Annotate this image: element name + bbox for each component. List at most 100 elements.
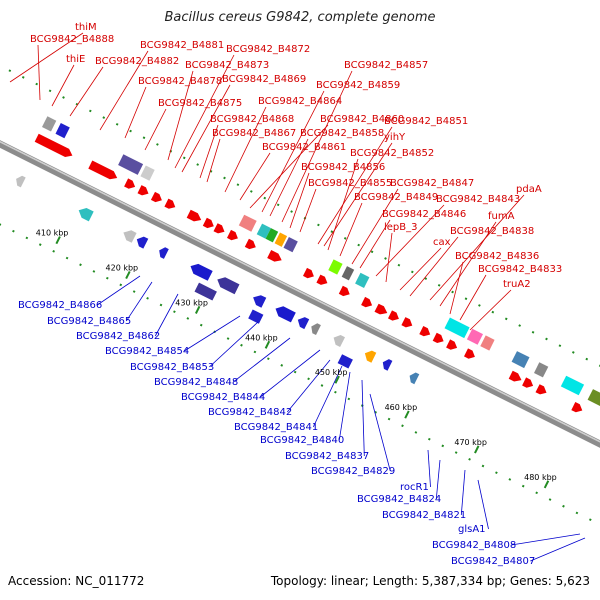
gene-reverse-8 bbox=[297, 317, 310, 330]
leader-top bbox=[167, 70, 194, 161]
leader-bottom bbox=[460, 469, 466, 516]
gene-block-top-13 bbox=[511, 351, 530, 369]
gene-label-bottom: BCG9842_B4848 bbox=[154, 377, 238, 388]
leader-top bbox=[51, 64, 75, 107]
gene-reverse-9 bbox=[311, 323, 321, 335]
leader-top bbox=[299, 188, 317, 233]
gene-label-bottom: BCG9842_B4854 bbox=[105, 346, 189, 357]
leader-top bbox=[351, 188, 399, 265]
gene-block-top-16 bbox=[587, 389, 600, 406]
gene-reverse-1 bbox=[123, 230, 137, 243]
gene-label-bottom: rocR1 bbox=[400, 482, 429, 493]
gene-block-top-4 bbox=[265, 228, 279, 243]
gene-reverse-3 bbox=[159, 247, 169, 259]
leader-top bbox=[206, 138, 221, 183]
gene-label-top: truA2 bbox=[503, 279, 531, 290]
gene-block-top-11 bbox=[466, 328, 483, 345]
gene-block-bottom-0 bbox=[194, 282, 217, 301]
gene-forward-26 bbox=[571, 402, 583, 413]
kbp-tick-mark bbox=[474, 445, 480, 454]
leader-top bbox=[239, 152, 271, 201]
gene-forward-6 bbox=[186, 209, 202, 222]
gene-forward-23 bbox=[508, 370, 522, 382]
gene-block-top-6 bbox=[283, 237, 298, 253]
gene-label-top: thiE bbox=[66, 54, 85, 65]
gene-label-top: BCG9842_B4858 bbox=[300, 128, 384, 139]
gene-forward-3 bbox=[137, 185, 149, 196]
kbp-tick-mark bbox=[334, 375, 340, 384]
gene-forward-14 bbox=[338, 285, 350, 297]
gene-label-top: BCG9842_B4873 bbox=[185, 60, 269, 71]
leader-top bbox=[399, 247, 442, 291]
label-leader-lines bbox=[9, 32, 586, 562]
leader-bottom bbox=[369, 393, 391, 472]
gene-block-top-19 bbox=[55, 123, 70, 139]
gene-forward-21 bbox=[446, 339, 458, 350]
gene-label-top: BCG9842_B4861 bbox=[262, 142, 346, 153]
leader-top bbox=[429, 194, 525, 301]
leader-bottom bbox=[260, 349, 321, 398]
gene-label-bottom: BCG9842_B4808 bbox=[432, 540, 516, 551]
kbp-tick-mark bbox=[264, 340, 271, 349]
leader-top bbox=[281, 70, 353, 223]
gene-features bbox=[16, 116, 600, 413]
leader-top bbox=[9, 32, 84, 83]
leader-bottom bbox=[338, 371, 351, 441]
gene-forward-11 bbox=[267, 250, 282, 262]
leader-bottom bbox=[233, 337, 291, 383]
gene-forward-17 bbox=[388, 310, 399, 321]
gene-block-top-15 bbox=[560, 375, 585, 396]
gene-label-top: BCG9842_B4859 bbox=[316, 80, 400, 91]
gene-label-top: BCG9842_B4843 bbox=[436, 194, 520, 205]
gene-label-bottom: BCG9842_B4821 bbox=[382, 510, 466, 521]
gene-block-top-0 bbox=[118, 154, 144, 175]
genome-stats-text: Topology: linear; Length: 5,387,334 bp; … bbox=[270, 574, 590, 588]
gene-reverse-14 bbox=[16, 175, 26, 188]
kbp-tick-mark bbox=[404, 410, 410, 419]
gene-label-top: pdaA bbox=[516, 184, 542, 195]
gene-reverse-4 bbox=[190, 263, 213, 281]
leader-top bbox=[124, 86, 147, 139]
gene-label-top: BCG9842_B4878 bbox=[138, 76, 222, 87]
gene-forward-0 bbox=[34, 133, 73, 157]
leader-top bbox=[327, 158, 359, 251]
map-title: Bacillus cereus G9842, complete genome bbox=[164, 10, 436, 25]
leader-top bbox=[269, 138, 309, 217]
leader-top bbox=[339, 202, 363, 257]
leader-bottom bbox=[312, 365, 343, 428]
gene-label-top: yihY bbox=[384, 132, 406, 143]
leader-bottom bbox=[435, 459, 441, 500]
gene-block-top-3 bbox=[256, 223, 271, 239]
gene-label-top: BCG9842_B4852 bbox=[350, 148, 434, 159]
gene-reverse-12 bbox=[382, 359, 393, 371]
leader-bottom bbox=[427, 449, 431, 488]
gene-block-top-2 bbox=[238, 214, 257, 232]
leader-top bbox=[449, 261, 464, 315]
gene-label-top: BCG9842_B4888 bbox=[30, 34, 114, 45]
leader-bottom bbox=[154, 293, 179, 337]
gene-reverse-7 bbox=[275, 306, 296, 323]
gene-reverse-11 bbox=[364, 350, 377, 363]
gene-label-top: BCG9842_B4867 bbox=[212, 128, 296, 139]
kbp-tick-label: 460 kbp bbox=[385, 403, 418, 412]
kbp-tick-label: 470 kbp bbox=[454, 438, 487, 447]
leader-top bbox=[99, 50, 149, 131]
gene-forward-5 bbox=[164, 198, 176, 209]
leader-top bbox=[385, 232, 393, 283]
gene-label-top: BCG9842_B4882 bbox=[95, 56, 179, 67]
gene-forward-9 bbox=[227, 229, 238, 241]
leader-top bbox=[439, 221, 497, 307]
gene-block-bottom-1 bbox=[248, 309, 264, 324]
leader-top bbox=[359, 219, 391, 269]
kbp-tick-mark bbox=[55, 236, 61, 245]
kbp-tick-mark bbox=[125, 271, 131, 280]
gene-label-top: BCG9842_B4868 bbox=[210, 114, 294, 125]
gene-label-top: lepB_3 bbox=[384, 222, 418, 233]
gene-label-bottom: BCG9842_B4862 bbox=[76, 331, 160, 342]
gene-label-bottom: BCG9842_B4865 bbox=[47, 316, 131, 327]
gene-forward-7 bbox=[202, 217, 214, 229]
gene-label-top: BCG9842_B4847 bbox=[390, 178, 474, 189]
leader-top bbox=[144, 108, 167, 151]
